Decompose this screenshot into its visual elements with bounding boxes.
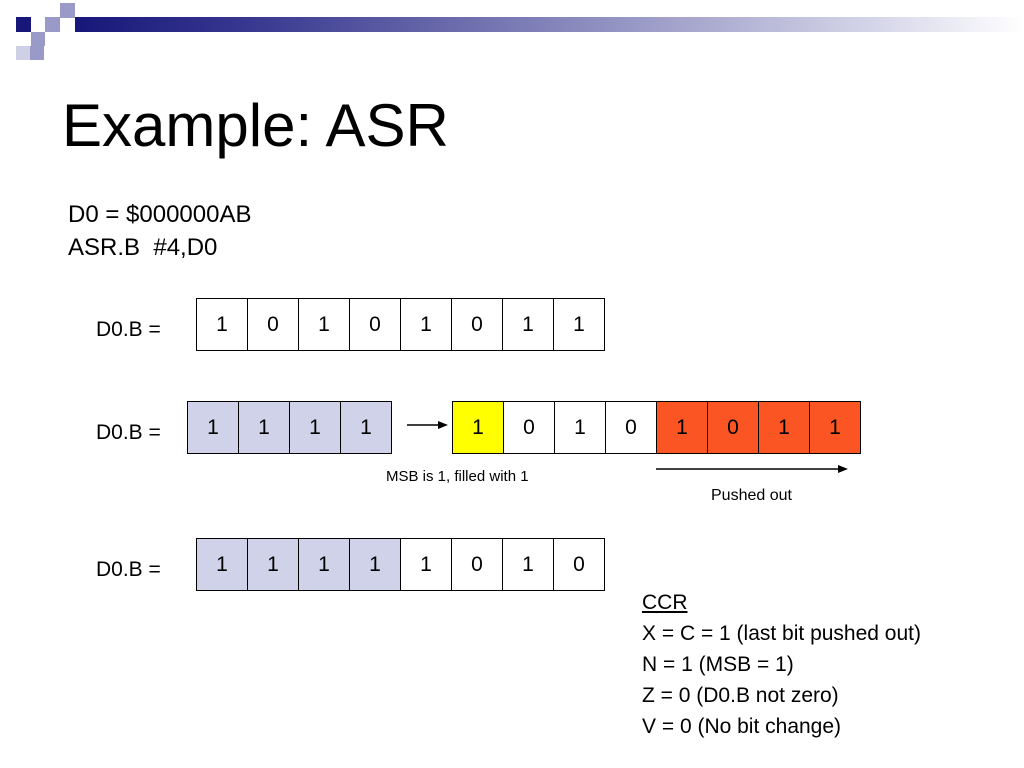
bit-row-original: 1 0 1 0 1 0 1 1 [196, 298, 605, 351]
bit-cell: 0 [452, 539, 503, 590]
pushed-out-bit-cell: 1 [657, 402, 708, 453]
template-square [30, 46, 44, 60]
bit-cell: 0 [350, 299, 401, 350]
template-square [31, 32, 45, 46]
filled-bit-cell: 1 [188, 402, 239, 453]
msb-note: MSB is 1, filled with 1 [386, 468, 529, 485]
bit-row-result: 1 1 1 1 1 0 1 0 [196, 538, 605, 591]
ccr-line: Z = 0 (D0.B not zero) [642, 684, 839, 707]
template-square [60, 3, 75, 18]
filled-bit-cell: 1 [341, 402, 392, 453]
template-square [45, 17, 60, 32]
msb-bit-cell: 1 [453, 402, 504, 453]
pushed-out-bit-cell: 1 [810, 402, 861, 453]
filled-bit-cell: 1 [350, 539, 401, 590]
template-header-bar [75, 17, 1024, 32]
template-square [16, 17, 31, 32]
pushed-out-arrow-icon [656, 465, 848, 473]
row-label: D0.B = [96, 558, 161, 581]
ccr-line: X = C = 1 (last bit pushed out) [642, 622, 921, 645]
row-label: D0.B = [96, 318, 161, 341]
bit-cell: 0 [504, 402, 555, 453]
bit-cell: 0 [452, 299, 503, 350]
filled-bit-cell: 1 [197, 539, 248, 590]
filled-bit-cell: 1 [290, 402, 341, 453]
ccr-line: N = 1 (MSB = 1) [642, 653, 794, 676]
bit-cell: 1 [555, 402, 606, 453]
bit-cell: 0 [248, 299, 299, 350]
bit-cell: 1 [197, 299, 248, 350]
bit-row-shifted: 1 0 1 0 1 0 1 1 [452, 401, 861, 454]
bit-cell: 1 [401, 539, 452, 590]
bit-cell: 1 [299, 299, 350, 350]
ccr-line: V = 0 (No bit change) [642, 715, 842, 738]
template-square [16, 46, 30, 60]
pushed-out-bit-cell: 1 [759, 402, 810, 453]
shift-arrow-icon [407, 421, 448, 429]
bit-cell: 1 [503, 299, 554, 350]
filled-bit-cell: 1 [239, 402, 290, 453]
row-label: D0.B = [96, 421, 161, 444]
slide-title: Example: ASR [62, 92, 449, 159]
filled-bit-cell: 1 [248, 539, 299, 590]
bit-row-fill: 1 1 1 1 [187, 401, 392, 454]
pushed-out-note: Pushed out [711, 487, 792, 504]
bit-cell: 0 [554, 539, 605, 590]
bit-cell: 1 [554, 299, 605, 350]
ccr-title: CCR [642, 591, 688, 614]
bit-cell: 1 [401, 299, 452, 350]
pushed-out-bit-cell: 0 [708, 402, 759, 453]
bit-cell: 0 [606, 402, 657, 453]
bit-cell: 1 [503, 539, 554, 590]
code-line-asr: ASR.B #4,D0 [68, 234, 218, 261]
code-line-d0: D0 = $000000AB [68, 201, 252, 228]
filled-bit-cell: 1 [299, 539, 350, 590]
